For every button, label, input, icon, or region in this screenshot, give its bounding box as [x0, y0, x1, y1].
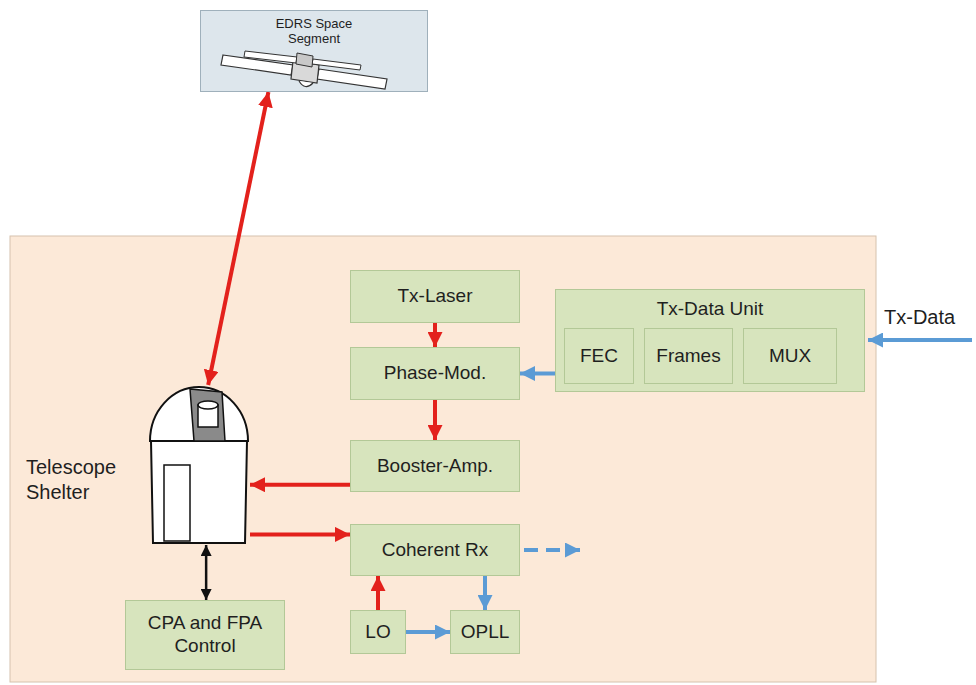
process-box: Phase-Mod.	[350, 347, 520, 400]
ground-station-panel	[10, 236, 876, 682]
connector-arrow	[250, 483, 350, 487]
connector-arrow	[483, 576, 487, 610]
node-label: Tx-Laser	[398, 285, 473, 308]
shelter-body	[151, 441, 247, 543]
node-label: Coherent Rx	[382, 539, 489, 562]
satellite-body	[296, 53, 313, 67]
satellite-antenna	[299, 81, 313, 87]
process-box: FEC	[564, 328, 634, 384]
shelter-door	[164, 465, 190, 541]
node-label: Tx-Data Unit	[556, 298, 864, 321]
connector-arrow	[520, 372, 555, 376]
process-box: Tx-Laser	[350, 270, 520, 323]
node-label: Telescope Shelter	[26, 455, 138, 505]
signal-name: Tx-Data	[884, 306, 955, 329]
node-label: FEC	[580, 345, 618, 368]
node-label: EDRS Space Segment	[266, 17, 362, 47]
dome-slot	[190, 389, 225, 441]
process-box: OPLL	[450, 610, 520, 654]
telescope-shelter-outline	[148, 385, 250, 545]
connector-arrow	[250, 532, 350, 536]
connector-arrow	[433, 400, 437, 440]
connector-arrow	[205, 545, 208, 600]
solar-panel	[312, 59, 361, 70]
node-label: Booster-Amp.	[377, 455, 493, 478]
space-segment-box: EDRS Space Segment	[200, 10, 428, 92]
node-label: CPA and FPA Control	[134, 612, 276, 658]
process-box: Frames	[644, 328, 733, 384]
node-label: Phase-Mod.	[384, 362, 486, 385]
connector-arrow	[433, 323, 437, 347]
tx-data-input-arrow	[868, 338, 972, 342]
telescope-aperture	[198, 401, 218, 409]
control-box: CPA and FPA Control	[125, 600, 285, 670]
node-label: LO	[365, 621, 390, 644]
rx-data-output-arrow	[524, 548, 580, 552]
solar-panel	[317, 69, 387, 89]
group-box: FEC Frames MUX Tx-Data Unit	[555, 289, 865, 392]
connector-arrow	[376, 576, 380, 610]
solar-panel	[244, 51, 297, 63]
connector-arrow	[406, 630, 450, 634]
process-box: Coherent Rx	[350, 524, 520, 576]
shelter-dome	[150, 387, 248, 441]
node-label: MUX	[769, 345, 811, 368]
process-box: Booster-Amp.	[350, 440, 520, 492]
process-box: MUX	[743, 328, 837, 384]
node-label: OPLL	[461, 621, 510, 644]
node-label: Frames	[656, 345, 720, 368]
connector-layer	[206, 92, 555, 632]
telescope-shelter: Telescope Shelter	[148, 385, 250, 545]
process-box: LO	[350, 610, 406, 654]
connector-arrow	[208, 92, 268, 385]
